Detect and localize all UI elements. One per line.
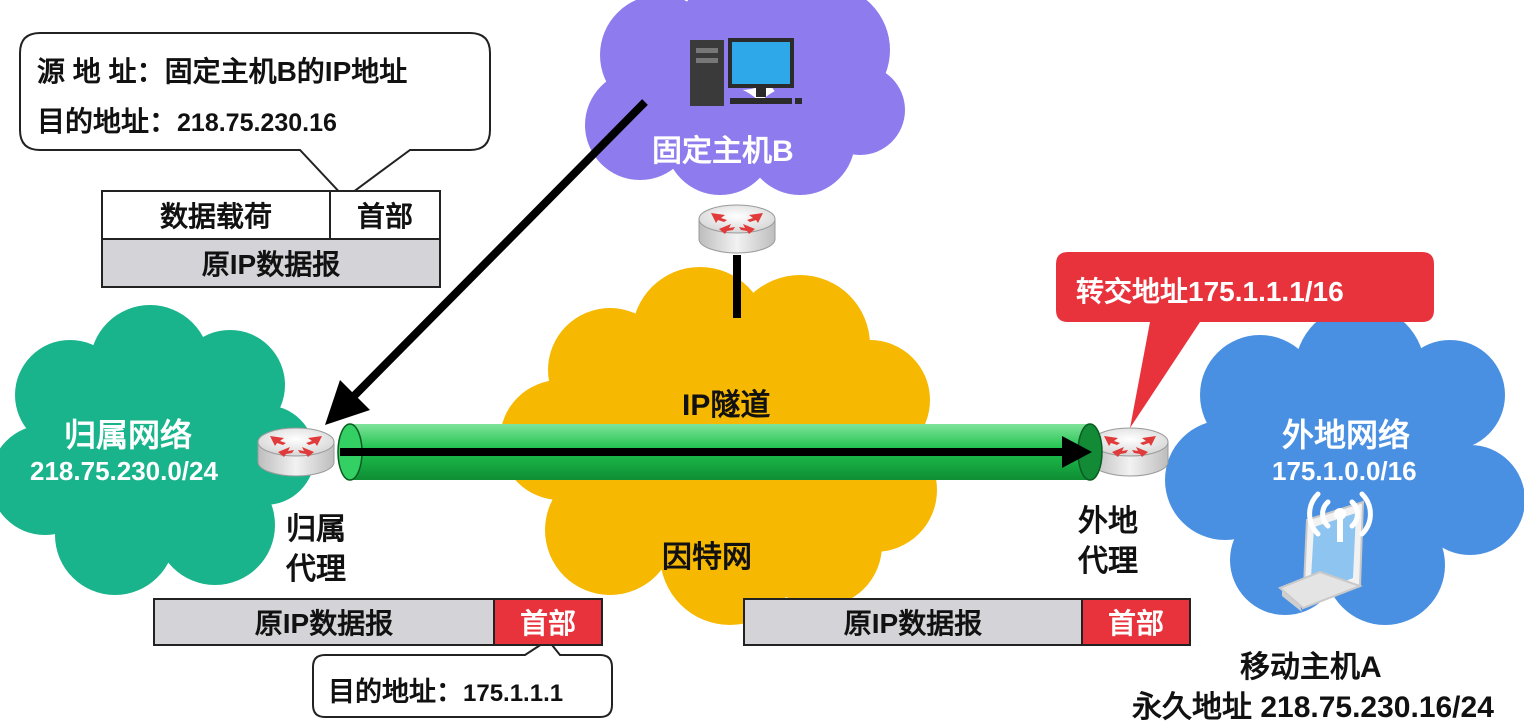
home-network-prefix: 218.75.230.0/24 <box>30 456 218 486</box>
tunnel-packet-left-body: 原IP数据报 <box>153 598 495 646</box>
laptop-icon <box>1278 500 1365 612</box>
wifi-signal-icon <box>1307 491 1373 542</box>
tunnel-packet-right-body: 原IP数据报 <box>743 598 1083 646</box>
foreign-network-name: 外地网络 <box>1282 417 1411 453</box>
ip-tunnel-label: IP隧道 <box>682 389 771 422</box>
fixed-host-label: 固定主机B <box>652 135 794 168</box>
tunnel-packet-left-header: 首部 <box>493 598 603 646</box>
desktop-computer-icon <box>690 38 802 106</box>
care-of-callout <box>1056 252 1434 428</box>
arrow-head <box>325 380 370 425</box>
source-address-label: 源 地 址： <box>37 56 165 87</box>
home-network-name: 归属网络 <box>64 417 193 453</box>
foreign-agent-label-line1: 外地 <box>1078 505 1138 538</box>
ip-tunnel-tube <box>337 423 1103 481</box>
care-of-address-label: 转交地址175.1.1.1/16 <box>1076 276 1344 307</box>
home-agent-label-line2: 代理 <box>286 553 346 586</box>
destination-address-value: 218.75.230.16 <box>177 109 337 137</box>
destination-address-label: 目的地址： <box>37 106 178 137</box>
router-icon <box>257 427 335 477</box>
source-address-value: 固定主机B的IP地址 <box>164 56 408 87</box>
packet-header-cell: 首部 <box>329 190 441 240</box>
arrow-to-home-agent <box>349 99 648 401</box>
router-icon <box>1091 427 1169 477</box>
callout-top-bubble <box>19 32 491 200</box>
packet-payload-cell: 数据载荷 <box>101 190 331 240</box>
foreign-network-prefix: 175.1.0.0/16 <box>1272 456 1417 486</box>
internet-cloud <box>500 267 937 625</box>
mobile-host-name: 移动主机A <box>1240 651 1382 684</box>
bottom-destination-label: 目的地址： <box>328 677 463 707</box>
callout-bottom-destination: 目的地址：175.1.1.1 <box>328 670 563 709</box>
callout-bottom-bubble <box>312 638 613 718</box>
home-network-cloud <box>0 305 315 595</box>
mobile-host-permanent-address: 永久地址 218.75.230.16/24 <box>1132 691 1494 724</box>
tunnel-packet-right-header: 首部 <box>1081 598 1191 646</box>
original-ip-datagram-cell: 原IP数据报 <box>101 238 441 288</box>
foreign-agent-label-line2: 代理 <box>1078 545 1138 578</box>
router-icon <box>698 204 776 254</box>
callout-source-address: 源 地 址：固定主机B的IP地址 <box>37 50 407 90</box>
callout-destination-address: 目的地址：218.75.230.16 <box>37 100 337 140</box>
home-agent-label-line1: 归属 <box>286 513 346 546</box>
internet-label: 因特网 <box>662 541 752 574</box>
bottom-destination-value: 175.1.1.1 <box>463 680 564 707</box>
